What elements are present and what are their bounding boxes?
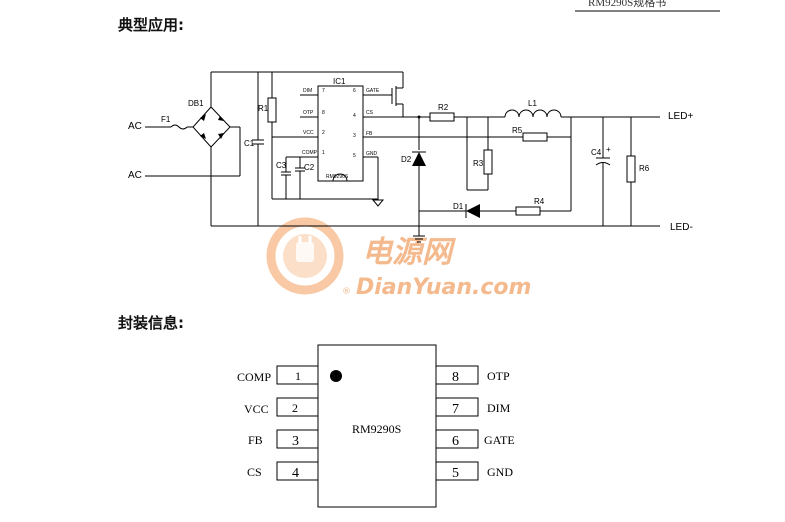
- c3-label: C3: [276, 161, 287, 170]
- ic-part-label: RM9290S: [326, 174, 349, 180]
- led-minus-label: LED-: [670, 222, 693, 233]
- pkg-pin1-num: 1: [295, 369, 301, 383]
- pkg-pin6-name: GATE: [484, 433, 515, 447]
- schematic: AC AC F1 DB1 C1 R1 IC1: [128, 71, 693, 243]
- ic-pin-gate-name: GATE: [366, 88, 380, 94]
- c2-label: C2: [304, 163, 315, 172]
- led-plus-label: LED+: [668, 111, 693, 122]
- watermark: 电源网 DianYuan.com ®: [266, 217, 531, 300]
- c4-label: C4: [591, 148, 602, 157]
- ic-label: IC1: [333, 77, 346, 86]
- r3-label: R3: [473, 159, 484, 168]
- pin1-marker: [330, 370, 342, 382]
- pkg-pin2-name: VCC: [244, 402, 269, 416]
- pkg-pin2-num: 2: [292, 401, 298, 415]
- l1-label: L1: [528, 99, 537, 108]
- ic-pin-fb-name: FB: [366, 131, 373, 137]
- d2-label: D2: [401, 155, 412, 164]
- pkg-pin5-num: 5: [452, 466, 459, 481]
- watermark-cn: 电源网: [362, 235, 456, 270]
- pkg-pin3-name: FB: [248, 433, 263, 447]
- ic-pin-cs-name: CS: [366, 110, 374, 116]
- ic-left-pins: DIM 7 OTP 8 VCC 2 COMP 1: [272, 88, 325, 158]
- typical-application-heading: 典型应用:: [118, 16, 184, 34]
- pkg-pin6-num: 6: [452, 434, 459, 449]
- pkg-pin5-name: GND: [487, 465, 513, 479]
- ic-pin-vcc-num: 2: [322, 130, 325, 136]
- ic-pin-vcc-name: VCC: [303, 130, 314, 136]
- ic-pin-comp-name: COMP: [302, 150, 318, 156]
- pkg-pin4-name: CS: [247, 465, 262, 479]
- ic-pin-gnd-num: 5: [353, 153, 356, 159]
- d1-label: D1: [453, 202, 464, 211]
- ic-pin-fb-num: 3: [353, 133, 356, 139]
- r4-label: R4: [534, 197, 545, 206]
- pkg-pin8-num: 8: [452, 370, 459, 385]
- pkg-pin4-num: 4: [292, 466, 299, 481]
- ic-pin-gnd-name: GND: [366, 151, 378, 157]
- pkg-pin3-num: 3: [292, 434, 299, 449]
- ic-pin-cs-num: 4: [353, 113, 356, 119]
- pkg-pin7-name: DIM: [487, 401, 511, 415]
- ac-top-label: AC: [128, 121, 142, 132]
- package-part-label: RM9290S: [352, 422, 401, 436]
- watermark-reg: ®: [342, 287, 351, 297]
- r5-label: R5: [512, 126, 523, 135]
- package-info-heading: 封装信息:: [118, 314, 184, 332]
- c1-label: C1: [244, 139, 255, 148]
- fuse-label: F1: [161, 115, 171, 124]
- ic-pin-otp-num: 8: [322, 110, 325, 116]
- pkg-pin7-num: 7: [452, 402, 459, 417]
- ic-pin-dim-name: DIM: [303, 88, 312, 94]
- r2-label: R2: [438, 103, 449, 112]
- c4-plus-label: +: [606, 145, 611, 154]
- ic-pin-otp-name: OTP: [303, 110, 314, 116]
- watermark-en: DianYuan.com: [356, 275, 531, 300]
- pkg-pin8-name: OTP: [487, 369, 510, 383]
- ic-pin-dim-num: 7: [322, 88, 325, 94]
- ic-pin-gate-num: 6: [353, 88, 356, 94]
- ic-pin-comp-num: 1: [322, 150, 325, 156]
- bridge-label: DB1: [188, 99, 204, 108]
- r6-label: R6: [639, 164, 650, 173]
- pkg-pin1-name: COMP: [237, 370, 271, 384]
- package-diagram: RM9290S 1 COMP 2 VCC 3 FB 4 CS 8 OTP 7 D…: [237, 344, 515, 508]
- ac-bottom-label: AC: [128, 170, 142, 181]
- r1-label: R1: [258, 104, 269, 113]
- header-partial-text: RM9290S规格书: [588, 0, 666, 9]
